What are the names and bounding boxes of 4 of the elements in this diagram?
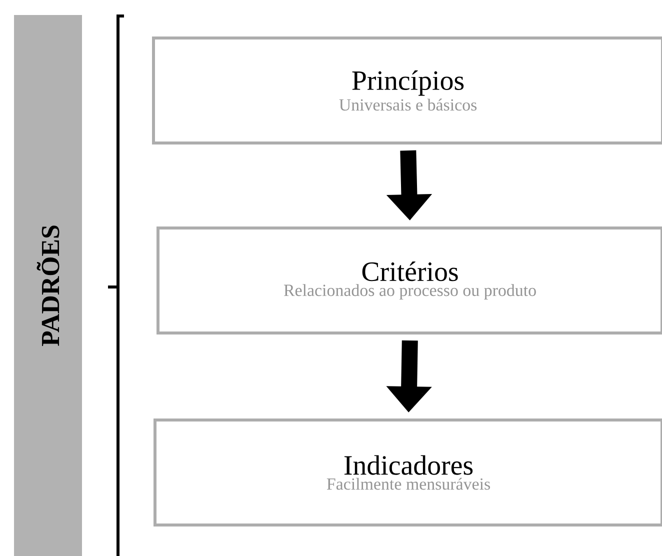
process-box: Princípios Universais e básicos [152,36,662,144]
label-band: PADRÕES [14,15,82,556]
process-box: Critérios Relacionados ao processo ou produto [156,226,662,334]
process-box: Indicadores Facilmente mensuráveis [154,418,662,526]
